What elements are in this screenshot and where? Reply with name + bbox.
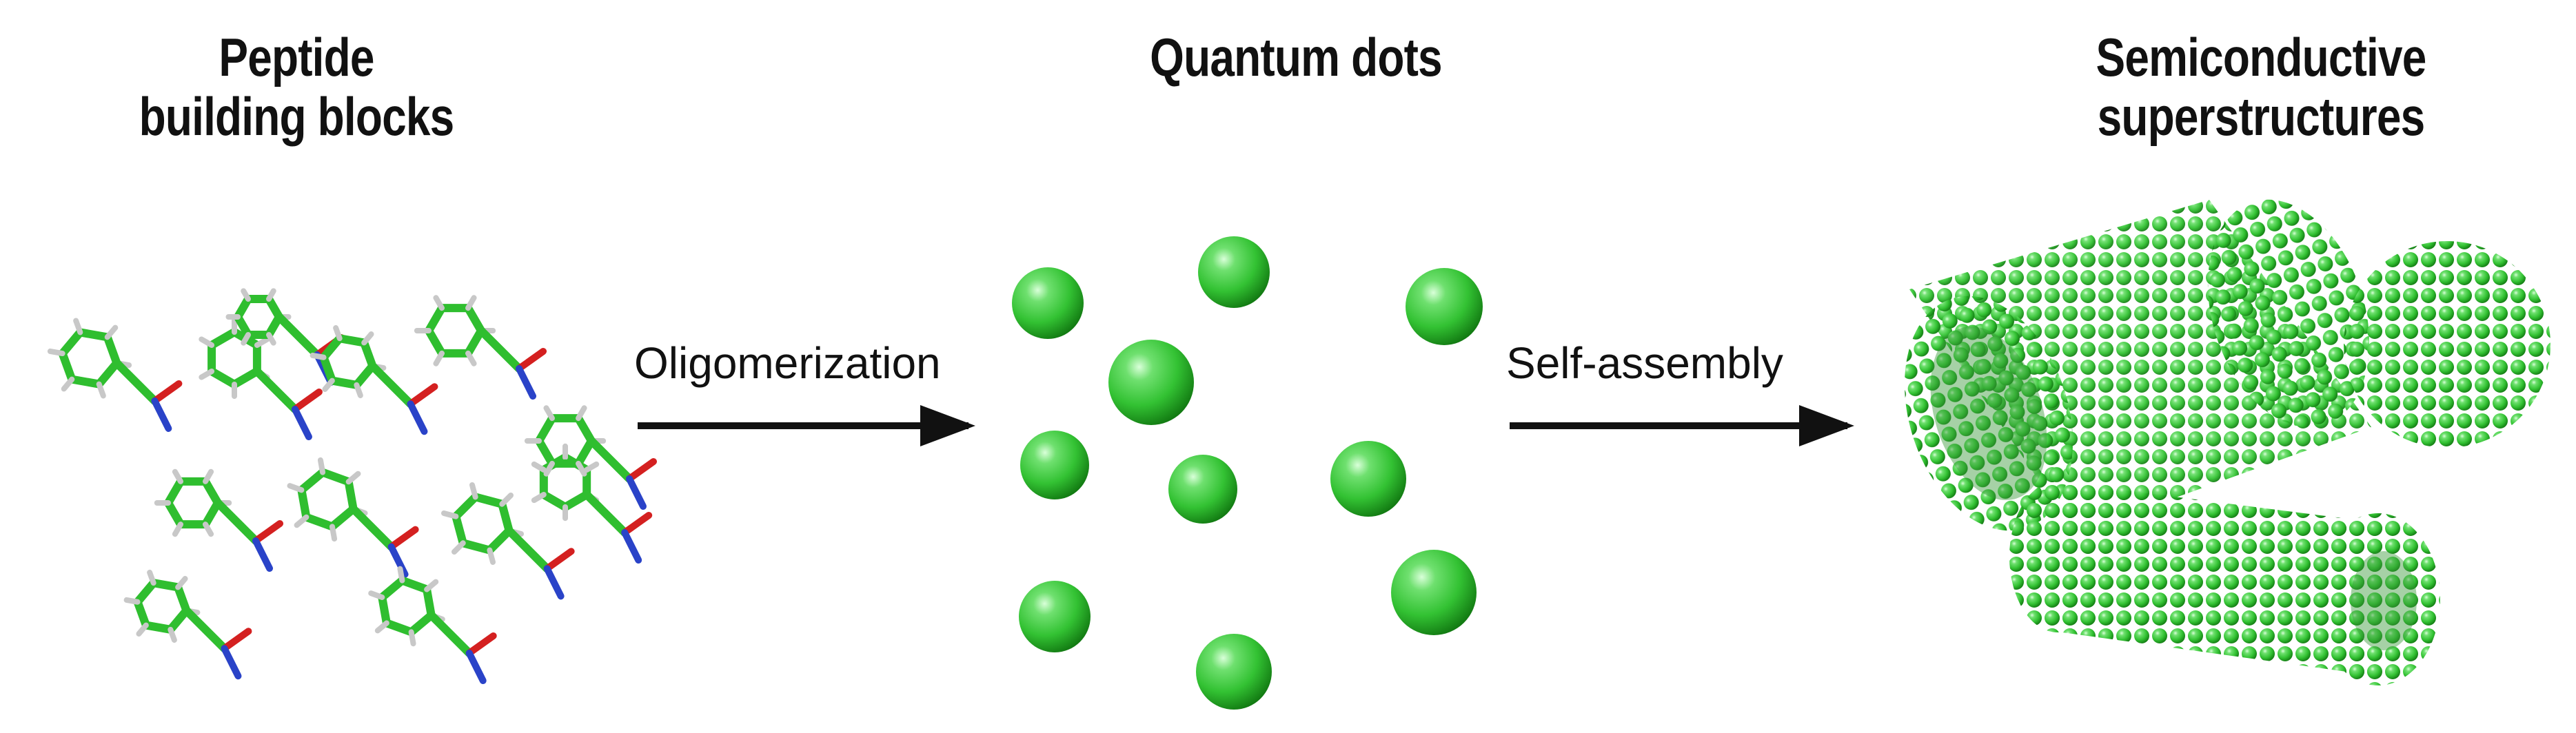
quantum-dot-7 — [1330, 441, 1406, 517]
quantum-dot-1 — [1012, 267, 1084, 339]
oligomerization-label: Oligomerization — [634, 338, 941, 388]
superstructures — [1904, 199, 2550, 685]
quantum-dot-2 — [1198, 236, 1270, 308]
peptide-heading-line1: Peptide — [219, 27, 374, 87]
peptide-molecules — [47, 288, 657, 684]
quantum-dots-heading: Quantum dots — [1081, 28, 1510, 87]
quantum-dots — [1012, 236, 1483, 710]
quantum-dot-6 — [1168, 455, 1237, 524]
quantum-dot-4 — [1108, 340, 1194, 425]
peptide-heading: Peptide building blocks — [121, 28, 471, 146]
superstructures-heading: Semiconductive superstructures — [2058, 28, 2464, 146]
quantum-dot-8 — [1391, 550, 1477, 635]
superstructures-heading-line1: Semiconductive — [2096, 27, 2426, 87]
quantum-dot-3 — [1406, 268, 1483, 345]
quantum-dots-heading-text: Quantum dots — [1150, 27, 1442, 87]
quantum-dot-9 — [1019, 581, 1091, 652]
nanotube-lower — [2009, 481, 2440, 685]
superstructures-heading-line2: superstructures — [2097, 86, 2425, 147]
nanosphere — [2344, 241, 2550, 448]
quantum-dot-5 — [1020, 431, 1089, 499]
nanotube-upper — [1904, 199, 2371, 534]
quantum-dot-10 — [1196, 634, 1272, 710]
peptide-heading-line2: building blocks — [139, 86, 455, 147]
self-assembly-label: Self-assembly — [1506, 338, 1783, 388]
